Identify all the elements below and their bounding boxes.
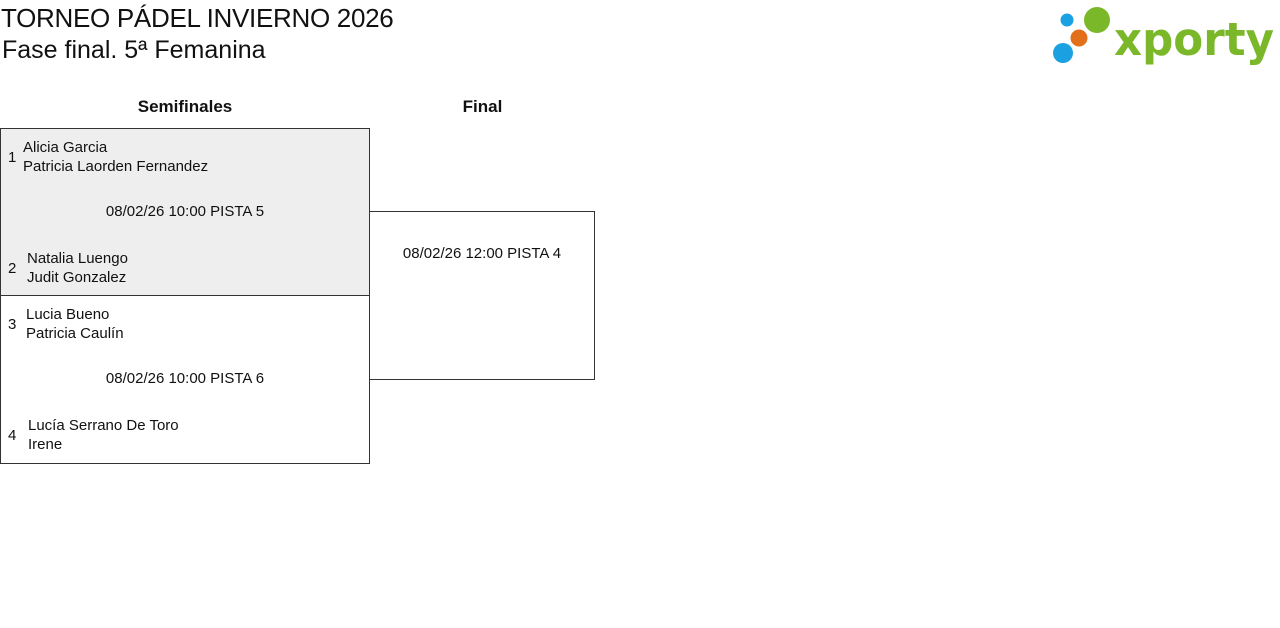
logo-green-dot	[1084, 7, 1110, 33]
final-match[interactable]: 08/02/26 12:00 PISTA 4	[369, 211, 595, 380]
round-label-final: Final	[462, 97, 503, 116]
player-name: Patricia Caulín	[26, 325, 124, 342]
player-name: Alicia Garcia	[23, 139, 108, 156]
logo-wordmark: xporty	[1114, 13, 1274, 66]
round-label-semifinales: Semifinales	[137, 97, 233, 116]
logo-orange-dot	[1070, 29, 1088, 47]
logo-blue-dot	[1053, 43, 1073, 63]
team-players: Lucía Serrano De Toro Irene	[28, 416, 179, 454]
match-schedule: 08/02/26 10:00 PISTA 6	[105, 370, 265, 387]
player-name: Judit Gonzalez	[27, 269, 127, 286]
player-name: Patricia Laorden Fernandez	[23, 158, 209, 175]
team-players: Alicia Garcia Patricia Laorden Fernandez	[23, 138, 208, 176]
tournament-title: TORNEO PÁDEL INVIERNO 2026	[1, 3, 394, 33]
xporty-logo-mark: xporty	[1053, 7, 1274, 66]
team-players: Natalia Luengo Judit Gonzalez	[27, 249, 128, 287]
match-schedule: 08/02/26 10:00 PISTA 5	[105, 203, 265, 220]
semifinal-match-1[interactable]: 1 Alicia Garcia Patricia Laorden Fernand…	[0, 128, 370, 296]
team-players: Lucia Bueno Patricia Caulín	[26, 305, 124, 343]
phase-subtitle: Fase final. 5ª Femanina	[2, 36, 266, 64]
team-seed: 3	[8, 316, 17, 333]
semifinal-match-2[interactable]: 3 Lucia Bueno Patricia Caulín 08/02/26 1…	[0, 295, 370, 464]
player-name: Lucia Bueno	[26, 306, 110, 323]
logo-small-blue-dot	[1060, 13, 1074, 27]
team-seed: 4	[8, 427, 17, 444]
player-name: Irene	[28, 436, 63, 453]
team-seed: 1	[8, 149, 17, 166]
player-name: Natalia Luengo	[27, 250, 128, 267]
player-name: Lucía Serrano De Toro	[28, 417, 179, 434]
xporty-logo[interactable]: xporty	[1050, 4, 1276, 68]
team-seed: 2	[8, 260, 17, 277]
match-schedule: 08/02/26 12:00 PISTA 4	[402, 245, 562, 262]
